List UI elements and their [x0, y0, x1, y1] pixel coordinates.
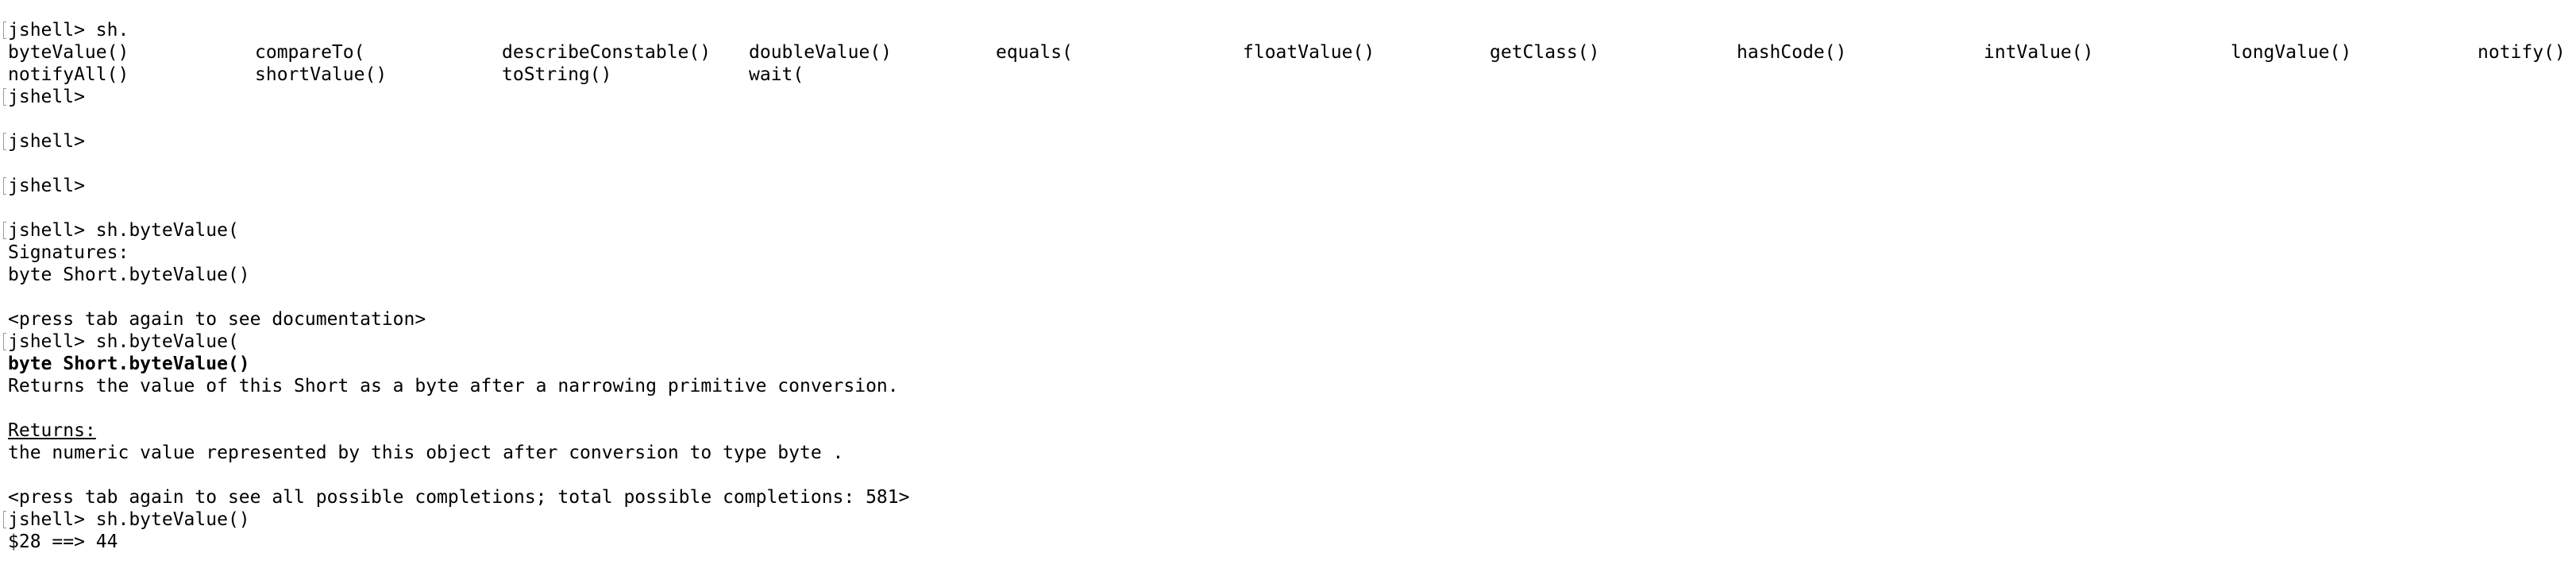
completion-item: equals(: [996, 42, 1073, 63]
output-line: <press tab again to see all possible com…: [8, 486, 2576, 508]
line-mark-icon: [3, 511, 6, 528]
completion-item: wait(: [749, 64, 804, 85]
prompt-line: jshell> sh.byteValue(: [3, 331, 2576, 353]
output-text: $28 ==> 44: [8, 532, 118, 552]
blank-line: [8, 153, 2576, 175]
prompt-input-text: sh.byteValue(): [84, 509, 250, 530]
completion-item: toString(): [502, 64, 612, 85]
prompt-label: jshell>: [8, 331, 85, 352]
completion-item: compareTo(: [255, 42, 365, 63]
output-text: Signatures:: [8, 242, 129, 263]
completion-item: byteValue(): [8, 42, 129, 63]
completion-item: hashCode(): [1737, 42, 1847, 63]
output-line: Signatures:: [8, 242, 2576, 264]
completion-row: byteValue() compareTo( describeConstable()…: [8, 41, 2576, 64]
output-line: Returns the value of this Short as a byt…: [8, 375, 2576, 397]
prompt-label: jshell>: [8, 87, 85, 107]
output-text: byte Short.byteValue(): [8, 265, 250, 285]
prompt-input-text: sh.: [84, 20, 129, 41]
completion-item: longValue(): [2231, 42, 2352, 63]
prompt-input-text: sh.byteValue(: [84, 331, 239, 352]
returns-heading-line: Returns:: [8, 420, 2576, 442]
line-mark-icon: [3, 88, 6, 106]
prompt-input-text: sh.byteValue(: [84, 220, 239, 241]
returns-heading: Returns:: [8, 420, 96, 441]
blank-line: [8, 286, 2576, 308]
completion-item: shortValue(): [255, 64, 388, 85]
completion-item: notify(): [2478, 42, 2566, 63]
completion-item: getClass(): [1490, 42, 1600, 63]
output-line: $28 ==> 44: [8, 531, 2576, 553]
completion-item: intValue(): [1984, 42, 2094, 63]
completion-item: doubleValue(): [749, 42, 893, 63]
completion-item: notifyAll(): [8, 64, 129, 85]
output-line: <press tab again to see documentation>: [8, 308, 2576, 331]
completion-row: notifyAll() shortValue() toString() wait(: [8, 64, 2576, 86]
line-mark-icon: [3, 133, 6, 150]
output-line: the numeric value represented by this ob…: [8, 442, 2576, 464]
output-text: the numeric value represented by this ob…: [8, 443, 844, 463]
prompt-line: jshell>: [3, 130, 2576, 153]
prompt-label: jshell>: [8, 509, 85, 530]
output-line: byte Short.byteValue(): [8, 264, 2576, 286]
prompt-line: jshell>: [3, 175, 2576, 197]
prompt-label: jshell>: [8, 220, 85, 241]
completion-item: floatValue(): [1243, 42, 1375, 63]
output-text: Returns the value of this Short as a byt…: [8, 376, 899, 396]
line-mark-icon: [3, 333, 6, 350]
completion-item: describeConstable(): [502, 42, 711, 63]
prompt-line: jshell>: [3, 86, 2576, 108]
prompt-label: jshell>: [8, 131, 85, 152]
prompt-line: jshell> sh.byteValue(): [3, 508, 2576, 531]
prompt-line: jshell> sh.byteValue(: [3, 219, 2576, 242]
line-mark-icon: [3, 21, 6, 39]
blank-line: [8, 197, 2576, 219]
line-mark-icon: [3, 222, 6, 239]
prompt-label: jshell>: [8, 20, 85, 41]
blank-line: [8, 397, 2576, 420]
prompt-label: jshell>: [8, 176, 85, 196]
blank-line: [8, 464, 2576, 486]
output-text: <press tab again to see all possible com…: [8, 487, 910, 508]
prompt-line: jshell> sh.: [3, 19, 2576, 41]
signature-heading-line: byte Short.byteValue(): [8, 353, 2576, 375]
line-mark-icon: [3, 177, 6, 195]
signature-heading: byte Short.byteValue(): [8, 354, 250, 374]
output-text: <press tab again to see documentation>: [8, 309, 426, 330]
blank-line: [8, 108, 2576, 130]
